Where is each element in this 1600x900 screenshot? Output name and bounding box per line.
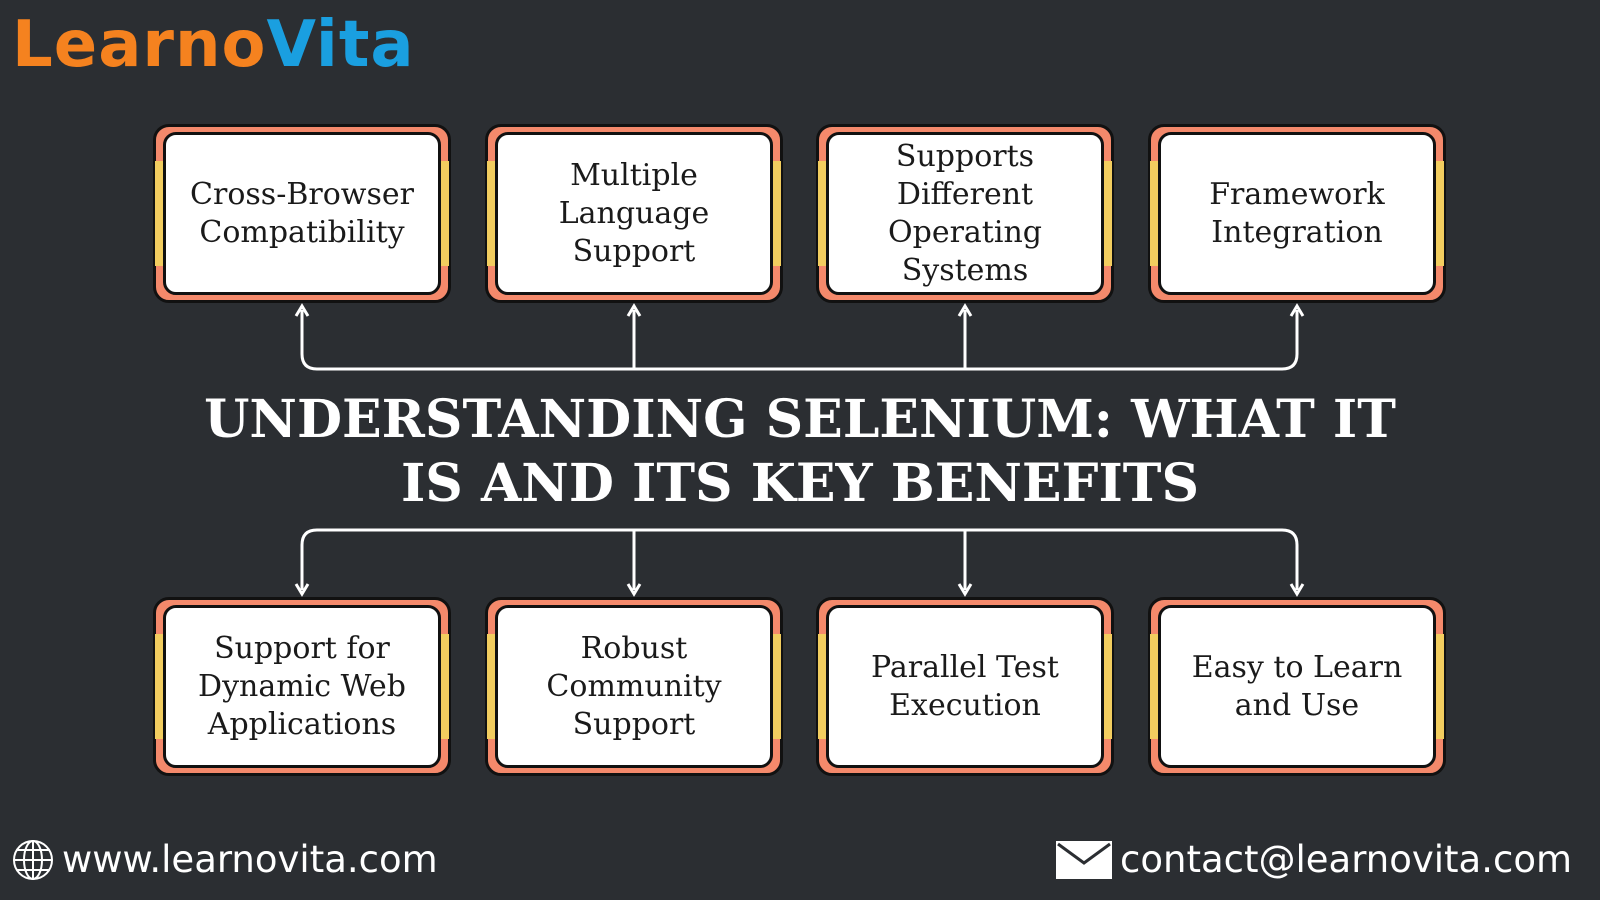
benefit-card: Support for Dynamic Web Applications bbox=[153, 597, 451, 776]
bottom-arrowheads bbox=[294, 583, 1305, 597]
benefit-card: Supports Different Operating Systems bbox=[816, 124, 1114, 303]
website-link[interactable]: www.learnovita.com bbox=[12, 838, 438, 881]
benefit-card: Cross-Browser Compatibility bbox=[153, 124, 451, 303]
email-link[interactable]: contact@learnovita.com bbox=[1056, 838, 1572, 881]
globe-icon bbox=[13, 839, 53, 880]
benefit-card: Framework Integration bbox=[1148, 124, 1446, 303]
benefit-card: Easy to Learn and Use bbox=[1148, 597, 1446, 776]
envelope-icon bbox=[1056, 840, 1113, 879]
top-connector bbox=[300, 310, 1299, 371]
benefit-card: Parallel Test Execution bbox=[816, 597, 1114, 776]
bottom-connector bbox=[300, 528, 1299, 590]
logo: LearnoVita bbox=[12, 8, 415, 82]
top-arrowheads bbox=[294, 303, 1305, 317]
benefit-card: Robust Community Support bbox=[485, 597, 783, 776]
benefit-card: Multiple Language Support bbox=[485, 124, 783, 303]
